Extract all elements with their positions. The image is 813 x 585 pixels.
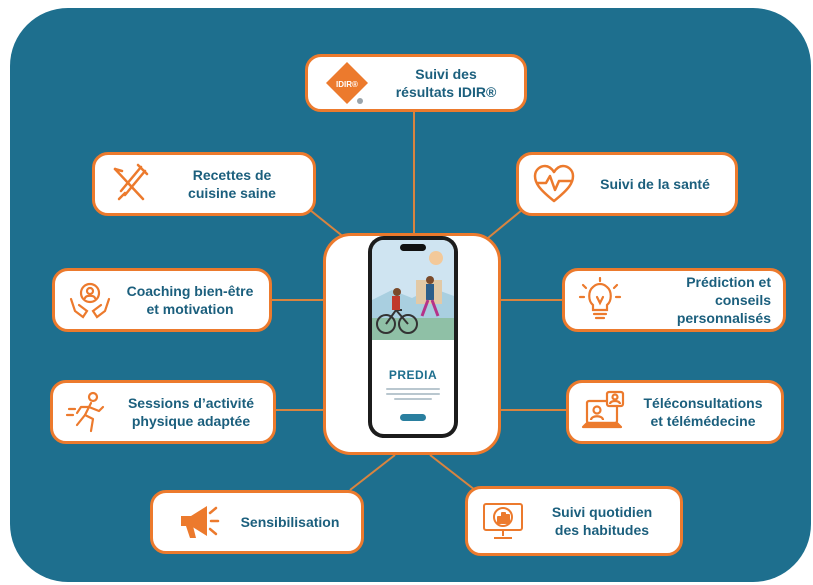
feature-label-recettes: Recettes de cuisine saine bbox=[188, 167, 276, 201]
running-person-icon bbox=[65, 391, 105, 433]
feature-label-teleconsult: Téléconsultations et télémédecine bbox=[643, 395, 763, 429]
connector-sensibilisation bbox=[349, 454, 396, 491]
feature-box-coaching: Coaching bien-être et motivation bbox=[52, 268, 272, 332]
feature-label-suivi-idir: Suivi des résultats IDIR® bbox=[395, 66, 497, 100]
feature-box-teleconsult: Téléconsultations et télémédecine bbox=[566, 380, 784, 444]
feature-box-suivi-quotidien: Suivi quotidien des habitudes bbox=[465, 486, 683, 556]
app-illustration bbox=[372, 240, 454, 340]
idir-logo-text: IDIR® bbox=[336, 80, 358, 89]
feature-label-prediction: Prédiction et conseils personnalisés bbox=[676, 274, 771, 326]
monitor-chart-icon bbox=[483, 503, 523, 539]
phone-screen: PREDIA bbox=[372, 240, 454, 434]
connector-sante bbox=[487, 209, 523, 239]
app-tagline-line bbox=[394, 398, 432, 400]
megaphone-icon bbox=[181, 506, 220, 538]
heart-pulse-icon bbox=[533, 164, 575, 203]
feature-box-sessions: Sessions d’activité physique adaptée bbox=[50, 380, 276, 444]
feature-box-suivi-sante: Suivi de la santé bbox=[516, 152, 738, 216]
feature-box-prediction: Prédiction et conseils personnalisés bbox=[562, 268, 786, 332]
app-start-button bbox=[400, 414, 426, 421]
lightbulb-icon bbox=[578, 277, 622, 320]
connector-suivi-quotidien bbox=[429, 454, 476, 491]
fork-knife-icon bbox=[113, 163, 149, 201]
video-call-laptop-icon bbox=[581, 390, 625, 429]
feature-box-sensibilisation: Sensibilisation bbox=[150, 490, 364, 554]
phone-mockup: PREDIA bbox=[368, 236, 458, 438]
app-tagline-line bbox=[386, 393, 440, 395]
idir-logo-icon: IDIR® bbox=[326, 62, 368, 104]
feature-box-suivi-idir: IDIR® Suivi des résultats IDIR® bbox=[305, 54, 527, 112]
app-brand-name: PREDIA bbox=[388, 368, 438, 382]
phone-notch bbox=[400, 244, 426, 251]
feature-label-coaching: Coaching bien-être et motivation bbox=[126, 283, 254, 317]
feature-label-sessions: Sessions d’activité physique adaptée bbox=[127, 395, 255, 429]
feature-box-recettes: Recettes de cuisine saine bbox=[92, 152, 316, 216]
helping-hands-icon bbox=[69, 282, 111, 319]
feature-label-sensibilisation: Sensibilisation bbox=[240, 514, 340, 530]
connector-recettes bbox=[309, 209, 346, 239]
feature-label-suivi-sante: Suivi de la santé bbox=[600, 176, 710, 192]
app-tagline-line bbox=[386, 388, 440, 390]
feature-label-suivi-quotidien: Suivi quotidien des habitudes bbox=[551, 504, 653, 538]
